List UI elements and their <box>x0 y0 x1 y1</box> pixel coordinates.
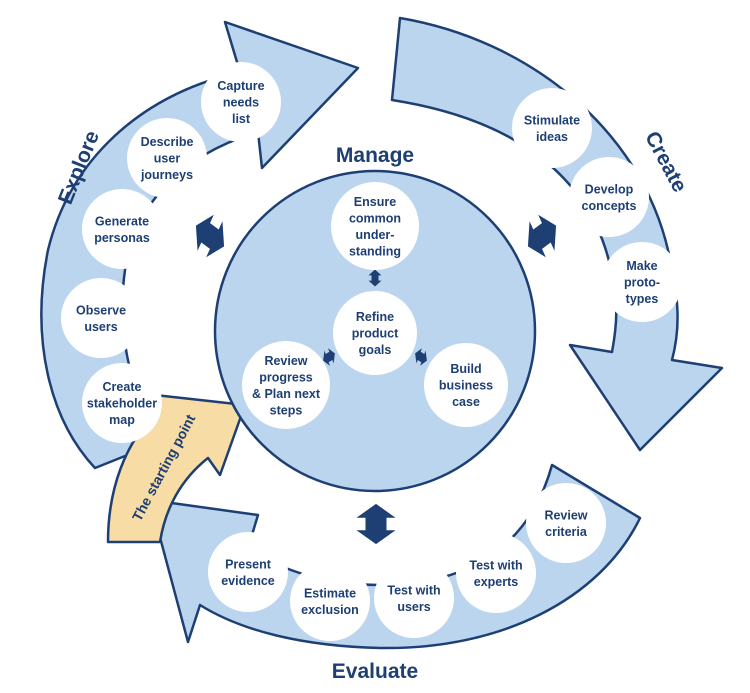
phase-label-create: Create <box>640 128 691 197</box>
phase-label-evaluate: Evaluate <box>332 660 418 683</box>
activity-stimulate-ideas: Stimulate ideas <box>512 88 592 168</box>
activity-observe-users: Observe users <box>61 278 141 358</box>
activity-label-line: standing <box>349 244 401 258</box>
activity-circle <box>82 189 162 269</box>
activity-circle <box>61 278 141 358</box>
activity-label-line: & Plan next <box>252 387 321 401</box>
activity-label-line: steps <box>270 403 303 417</box>
activity-label-line: Refine <box>356 310 394 324</box>
activity-circle <box>82 363 162 443</box>
activity-generate-personas: Generate personas <box>82 189 162 269</box>
activity-label-line: users <box>84 320 117 334</box>
activity-label-line: progress <box>259 370 313 384</box>
activity-test-with-experts: Test with experts <box>456 533 536 613</box>
activity-circle <box>331 182 419 270</box>
activity-label-line: criteria <box>545 525 588 539</box>
activity-estimate-exclusion: Estimate exclusion <box>290 561 370 641</box>
activity-describe-user-journeys: Describe user journeys <box>127 118 207 198</box>
activity-label-line: user <box>154 152 181 166</box>
activity-label-line: Describe <box>141 135 194 149</box>
activity-label-line: business <box>439 379 493 393</box>
activity-label-line: Observe <box>76 303 126 317</box>
activity-circle <box>569 157 649 237</box>
activity-label-line: Present <box>225 557 272 571</box>
activity-circle <box>456 533 536 613</box>
activity-circle <box>333 291 417 375</box>
activity-label-line: personas <box>94 231 150 245</box>
explore-manage-arrow <box>195 214 225 258</box>
activity-label-line: journeys <box>140 168 193 182</box>
activity-label-line: product <box>352 327 399 341</box>
activity-create-stakeholder-map: Create stakeholder map <box>82 363 162 443</box>
activity-label-line: list <box>232 112 251 126</box>
create-manage-arrow <box>527 214 557 258</box>
activity-circle <box>602 242 682 322</box>
activity-label-line: ideas <box>536 130 568 144</box>
activity-label-line: Review <box>544 508 587 522</box>
activity-circle <box>290 561 370 641</box>
activity-label-line: Make <box>626 259 657 273</box>
activity-label-line: exclusion <box>301 603 359 617</box>
activity-label-line: concepts <box>582 199 637 213</box>
activity-present-evidence: Present evidence <box>208 532 288 612</box>
activity-label-line: map <box>109 413 135 427</box>
activity-label-line: Generate <box>95 214 149 228</box>
activity-develop-concepts: Develop concepts <box>569 157 649 237</box>
activity-label-line: needs <box>223 96 259 110</box>
activity-ensure-common-under-standing: Ensure common under-standing <box>331 182 419 270</box>
activity-refine-product-goals: Refine product goals <box>333 291 417 375</box>
activity-label-line: Stimulate <box>524 113 580 127</box>
activity-label-line: Build <box>450 362 481 376</box>
activity-label-line: case <box>452 395 480 409</box>
activity-label-line: types <box>626 292 659 306</box>
goals-understanding-arrow <box>368 269 382 287</box>
activity-label-line: goals <box>359 343 392 357</box>
activity-make-proto-types: Make proto-types <box>602 242 682 322</box>
activity-label-line: Review <box>264 354 307 368</box>
activity-circle <box>374 558 454 638</box>
evaluate-manage-arrow <box>356 503 396 545</box>
activity-review-progress-plan-next-steps: Review progress & Plan next steps <box>242 341 330 429</box>
activity-label-line: experts <box>474 575 519 589</box>
activity-circle <box>201 62 281 142</box>
activity-capture-needs-list: Capture needs list <box>201 62 281 142</box>
activity-label-line: Estimate <box>304 586 356 600</box>
activity-circle <box>208 532 288 612</box>
activity-label-line: users <box>397 600 430 614</box>
goals-business-arrow <box>415 348 427 366</box>
activity-test-with-users: Test with users <box>374 558 454 638</box>
activity-review-criteria: Review criteria <box>526 483 606 563</box>
activity-label-line: common <box>349 211 401 225</box>
activity-label-line: Develop <box>585 182 634 196</box>
activity-circle <box>424 343 508 427</box>
activity-label-line: Ensure <box>354 195 396 209</box>
activity-label-line: Create <box>103 380 142 394</box>
activity-circle <box>526 483 606 563</box>
activity-label-line: Test with <box>387 583 440 597</box>
activity-label-line: Test with <box>469 558 522 572</box>
activity-build-business-case: Build business case <box>424 343 508 427</box>
activity-label-line: stakeholder <box>87 397 157 411</box>
activity-circle <box>127 118 207 198</box>
activity-label-line: evidence <box>221 574 275 588</box>
activity-label-line: under- <box>356 228 395 242</box>
activity-label-line: proto- <box>624 276 660 290</box>
activity-label-line: Capture <box>217 79 264 93</box>
activity-circle <box>242 341 330 429</box>
phase-label-manage: Manage <box>336 144 414 167</box>
activity-circle <box>512 88 592 168</box>
goals-progress-arrow <box>323 348 335 366</box>
